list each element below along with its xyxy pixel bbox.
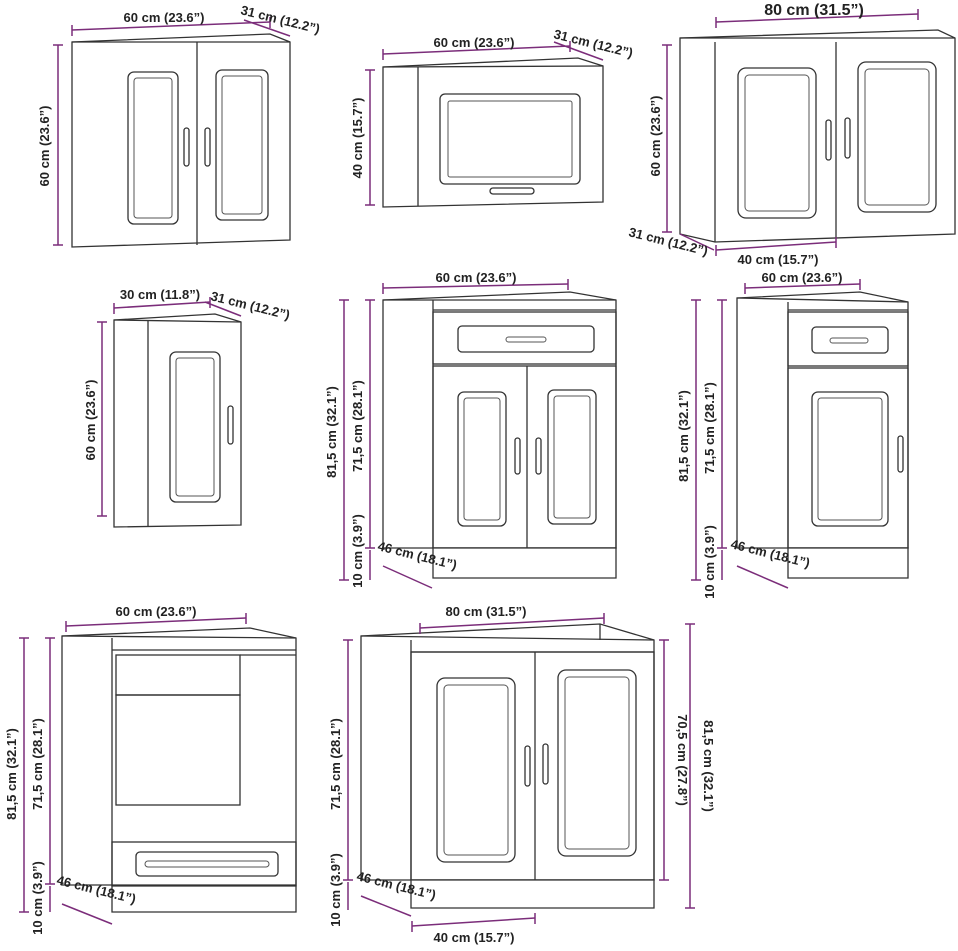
wall-cabinet-60-glass-door — [365, 41, 604, 208]
dimension-label-width: 60 cm (23.6”) — [434, 35, 515, 50]
door-handle — [542, 743, 549, 785]
width-dimension-line — [382, 283, 569, 289]
door-handle — [844, 117, 851, 159]
dimension-label-body-height: 71,5 cm (28.1”) — [328, 718, 343, 810]
width-dimension-line — [65, 617, 247, 627]
door-handle — [825, 119, 832, 161]
dimension-label-inner-width: 40 cm (15.7”) — [434, 930, 515, 945]
dimension-label-depth: 31 cm (12.2”) — [552, 26, 634, 60]
plinth — [432, 547, 617, 579]
dimension-label-plinth: 10 cm (3.9”) — [328, 853, 343, 927]
wall-cabinet-60-double-door — [53, 17, 291, 248]
inner-width-dimension-line — [411, 917, 536, 927]
door-panel — [811, 391, 889, 527]
dimension-label-width: 80 cm (31.5”) — [446, 604, 527, 619]
dimension-label-width: 60 cm (23.6”) — [436, 270, 517, 285]
dimension-label-width: 60 cm (23.6”) — [762, 270, 843, 285]
base-cabinet-60-drawer-double-door — [339, 279, 617, 589]
width-dimension-line — [419, 617, 605, 629]
door-handle — [535, 437, 542, 475]
door-handle — [204, 127, 211, 167]
plinth — [787, 547, 909, 579]
drawer-handle — [144, 860, 270, 868]
depth-dimension-line — [243, 19, 291, 37]
dimension-label-width: 60 cm (23.6”) — [116, 604, 197, 619]
dimension-label-height: 60 cm (23.6”) — [37, 106, 52, 187]
dimension-label-body-height: 71,5 cm (28.1”) — [350, 380, 365, 472]
door-panel — [169, 351, 221, 503]
dimension-label-width: 60 cm (23.6”) — [124, 10, 205, 25]
width-dimension-line — [113, 301, 211, 309]
depth-dimension-line — [679, 233, 715, 251]
dimension-label-plinth: 10 cm (3.9”) — [30, 861, 45, 935]
dimension-label-total-height: 81,5 cm (32.1”) — [324, 386, 339, 478]
base-cabinet-60-drawer-single-door — [691, 279, 909, 589]
dimension-label-inner-height: 70,5 cm (27.8”) — [675, 714, 690, 806]
door-panel — [215, 69, 269, 221]
door-panel — [557, 669, 637, 857]
width-dimension-line — [744, 283, 861, 289]
depth-dimension-line — [204, 301, 242, 317]
dimension-label-inner-width: 40 cm (15.7”) — [738, 252, 819, 267]
dimension-label-body-height: 71,5 cm (28.1”) — [702, 382, 717, 474]
dimension-label-total-height: 81,5 cm (32.1”) — [4, 728, 19, 820]
door-panel — [457, 391, 507, 527]
depth-dimension-line — [360, 895, 412, 917]
drawer-handle — [829, 337, 869, 344]
plinth — [111, 885, 297, 913]
base-cabinet-60-oven-housing — [19, 613, 297, 925]
door-handle — [524, 745, 531, 787]
cabinet-body — [113, 313, 242, 528]
drawer-front — [432, 311, 617, 365]
dimension-label-plinth: 10 cm (3.9”) — [350, 514, 365, 588]
dimension-labels: 60 cm (23.6”) 31 cm (12.2”) 60 cm (23.6”… — [4, 2, 864, 945]
dimension-label-width: 30 cm (11.8”) — [120, 287, 200, 302]
door-panel — [547, 389, 597, 525]
door-handle — [183, 127, 190, 167]
dimension-label-height: 60 cm (23.6”) — [83, 380, 98, 461]
depth-dimension-line — [736, 565, 789, 589]
dimension-label-depth: 31 cm (12.2”) — [239, 2, 321, 36]
door-handle — [897, 435, 904, 473]
door-handle — [489, 187, 535, 195]
door-handle — [514, 437, 521, 475]
cabinet-body — [61, 627, 297, 886]
dimension-label-width: 80 cm (31.5”) — [764, 2, 864, 19]
cabinet-body — [382, 57, 604, 208]
base-cabinet-80-sink — [343, 613, 695, 932]
drawer-handle — [505, 336, 547, 343]
oven-niche — [115, 694, 241, 806]
dimension-label-plinth: 10 cm (3.9”) — [702, 525, 717, 599]
drawer-front — [787, 311, 909, 367]
door-panel — [127, 71, 179, 225]
door-handle — [227, 405, 234, 445]
dimension-label-body-height: 71,5 cm (28.1”) — [30, 718, 45, 810]
dimension-label-height: 40 cm (15.7”) — [350, 98, 365, 179]
glass-panel — [439, 93, 581, 185]
width-dimension-line — [71, 21, 271, 31]
plinth — [410, 879, 655, 909]
door-panel — [737, 67, 817, 219]
depth-dimension-line — [61, 903, 113, 925]
door-panel — [436, 677, 516, 863]
dimension-label-height: 60 cm (23.6”) — [648, 96, 663, 177]
width-dimension-line — [382, 45, 571, 55]
depth-dimension-line — [553, 41, 604, 61]
wall-cabinet-80-double-door — [662, 9, 956, 256]
dimension-label-total-height: 81,5 cm (32.1”) — [701, 720, 716, 812]
dimension-label-total-height: 81,5 cm (32.1”) — [676, 390, 691, 482]
width-dimension-line — [715, 13, 919, 23]
door-panel — [857, 61, 937, 213]
cabinet-body — [71, 33, 291, 248]
inner-width-dimension-line — [715, 241, 837, 251]
depth-dimension-line — [382, 565, 433, 589]
wall-cabinet-30-single-door — [97, 297, 242, 528]
